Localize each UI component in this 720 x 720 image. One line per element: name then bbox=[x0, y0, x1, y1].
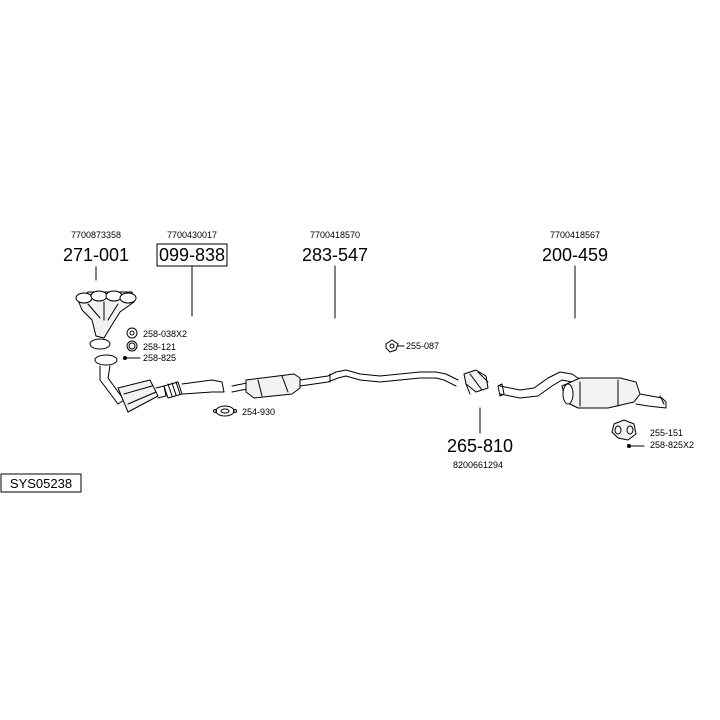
oem-number-7700873358: 7700873358 bbox=[71, 230, 121, 240]
part-number-box bbox=[156, 243, 228, 267]
small-part-258-121: 258-121 bbox=[143, 342, 176, 352]
oem-number-8200661294: 8200661294 bbox=[453, 460, 503, 470]
oem-number-7700418570: 7700418570 bbox=[310, 230, 360, 240]
down-pipe-catalyst bbox=[94, 354, 167, 413]
ring-258-121 bbox=[126, 340, 138, 352]
small-part-258-038x2: 258-038X2 bbox=[143, 329, 187, 339]
gasket-254-930 bbox=[213, 405, 237, 417]
small-part-255-151: 255-151 bbox=[650, 428, 683, 438]
small-part-255-087: 255-087 bbox=[406, 341, 439, 351]
small-part-258-825: 258-825 bbox=[143, 353, 176, 363]
part-number-265-810: 265-810 bbox=[447, 436, 513, 456]
part-number-283-547: 283-547 bbox=[302, 245, 368, 265]
small-part-254-930: 254-930 bbox=[242, 407, 275, 417]
mount-255-151 bbox=[611, 419, 637, 441]
bolt-258-825 bbox=[123, 356, 141, 360]
part-number-200-459: 200-459 bbox=[542, 245, 608, 265]
gasket-258-038 bbox=[126, 327, 138, 339]
bolt-258-825x2 bbox=[627, 444, 645, 448]
part-number-271-001: 271-001 bbox=[63, 245, 129, 265]
centre-silencer bbox=[231, 369, 459, 399]
oem-number-7700418567: 7700418567 bbox=[550, 230, 600, 240]
part-number-099-838: 099-838 bbox=[159, 245, 225, 265]
rear-silencer bbox=[497, 371, 667, 409]
clamp-255-087 bbox=[385, 339, 399, 353]
system-code: SYS05238 bbox=[10, 476, 72, 491]
front-pipe-flex bbox=[163, 379, 225, 399]
clamp-265-810 bbox=[463, 369, 489, 395]
oem-number-7700430017: 7700430017 bbox=[167, 230, 217, 240]
system-code-box bbox=[0, 473, 82, 493]
exhaust-manifold bbox=[75, 290, 137, 350]
small-part-258-825x2: 258-825X2 bbox=[650, 440, 694, 450]
